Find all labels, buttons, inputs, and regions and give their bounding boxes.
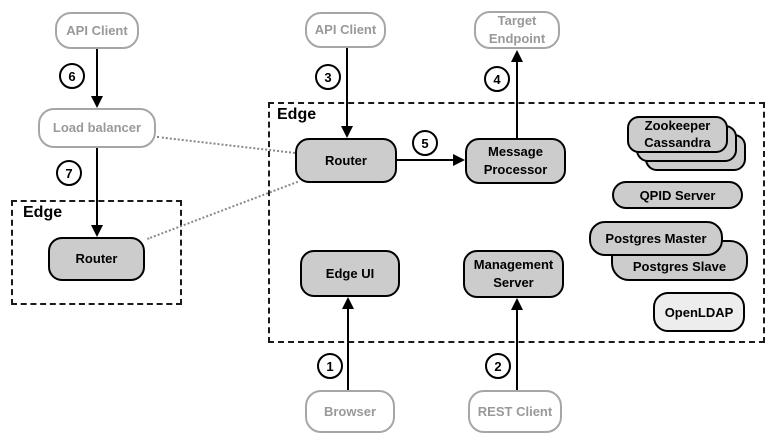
node-openldap: OpenLDAP [653,292,745,332]
node-label-line1: Message [488,144,543,160]
arrowhead-router-messageprocessor [453,154,465,166]
arrowhead-restclient-managementserver [511,298,523,310]
node-zookeeper-cassandra: Zookeeper Cassandra [627,116,728,153]
node-label: API Client [314,22,377,38]
node-label-line2: Server [493,275,534,290]
node-label-line2: Processor [483,162,548,177]
step-badge-6: 6 [59,63,85,89]
node-label-line2: Cassandra [644,134,711,150]
arrow-loadbalancer-routerleft [96,148,98,226]
node-browser: Browser [305,390,395,433]
node-label: API Client [66,22,128,38]
node-target-endpoint: Target Endpoint [474,11,560,49]
step-badge-1: 1 [317,353,343,379]
node-postgres-master: Postgres Master [589,221,723,256]
group-label-edge-left: Edge [23,204,63,221]
node-label: Postgres Master [605,231,707,246]
arrow-browser-edgeui [347,307,349,390]
node-qpid-server: QPID Server [612,181,743,209]
node-label: OpenLDAP [664,304,734,320]
node-label: REST Client [477,403,553,419]
node-label: Router [325,152,367,168]
arrowhead-messageprocessor-target [511,50,523,62]
node-edge-ui: Edge UI [300,250,400,297]
arrow-router-messageprocessor [397,159,455,161]
step-badge-5: 5 [412,130,438,156]
arrowhead-apiclient-loadbalancer [91,96,103,108]
arrow-restclient-managementserver [516,308,518,390]
node-router-left: Router [48,237,145,281]
step-badge-4: 4 [484,66,510,92]
step-badge-7: 7 [56,160,82,186]
node-label-line1: Zookeeper [644,118,711,134]
node-rest-client: REST Client [468,390,562,433]
node-label: Load balancer [52,120,142,136]
arrow-messageprocessor-target [516,60,518,138]
node-api-client-left: API Client [55,12,139,49]
node-label: Router [75,251,118,267]
node-label: QPID Server [639,187,716,203]
arrow-apiclient-loadbalancer [96,48,98,98]
node-message-processor: Message Processor [465,138,566,184]
node-label-line2: Endpoint [488,31,546,46]
arrowhead-browser-edgeui [342,297,354,309]
node-api-client-mid: API Client [305,12,386,48]
node-router-main: Router [295,138,397,183]
step-badge-2: 2 [485,353,511,379]
group-label-edge-main: Edge [277,106,317,123]
node-label: Browser [323,403,377,419]
step-badge-3: 3 [315,64,341,90]
node-label-line1: Management [473,257,554,273]
node-label-line1: Target [497,13,537,29]
arrow-apiclient-router [346,48,348,128]
arrowhead-apiclient-router [341,126,353,138]
arrowhead-loadbalancer-routerleft [91,225,103,237]
node-management-server: Management Server [463,250,564,298]
node-label: Postgres Slave [632,259,727,274]
node-load-balancer: Load balancer [38,108,156,148]
node-label: Edge UI [325,265,375,281]
